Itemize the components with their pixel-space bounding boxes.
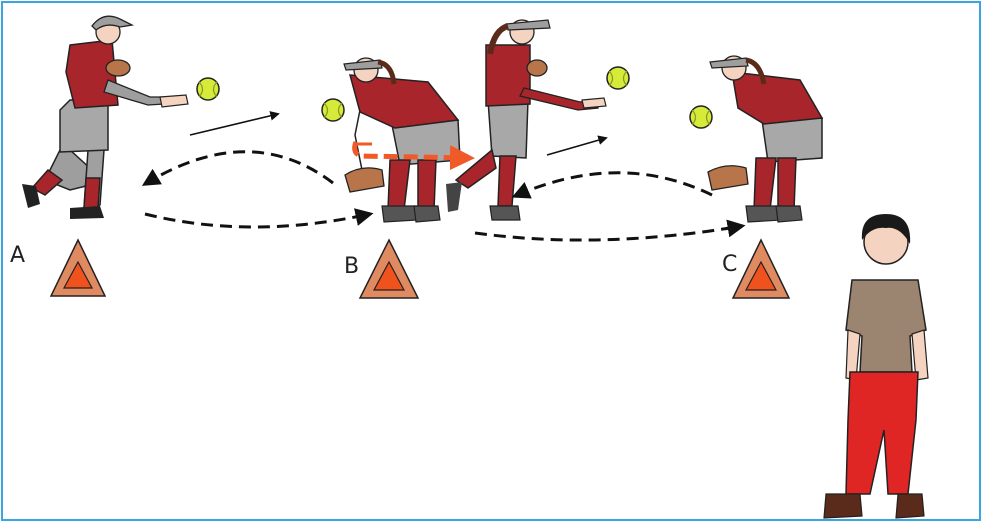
- player-c: [707, 55, 824, 223]
- throw-arrow: [546, 135, 608, 156]
- return-arrow: [141, 150, 334, 186]
- ground-ball-arrow: [474, 219, 746, 242]
- cone-label-c: C: [722, 252, 737, 277]
- return-arrow: [511, 171, 713, 199]
- cone-icon: [731, 238, 791, 299]
- footwork-arrow: [352, 141, 475, 171]
- softball-icon: [689, 105, 713, 129]
- cone-icon: [49, 238, 107, 297]
- softball-icon: [606, 66, 630, 90]
- cone-label-a: A: [10, 243, 25, 268]
- cone-label-b: B: [344, 254, 359, 279]
- player-b-moving: [446, 19, 607, 221]
- softball-icon: [321, 98, 345, 122]
- throw-arrow: [189, 111, 280, 136]
- cone-icon: [358, 238, 420, 299]
- softball-icon: [196, 77, 220, 101]
- player-b: [343, 57, 461, 223]
- coach: [823, 214, 929, 519]
- player-a: [22, 15, 189, 219]
- ground-ball-arrow: [144, 208, 374, 229]
